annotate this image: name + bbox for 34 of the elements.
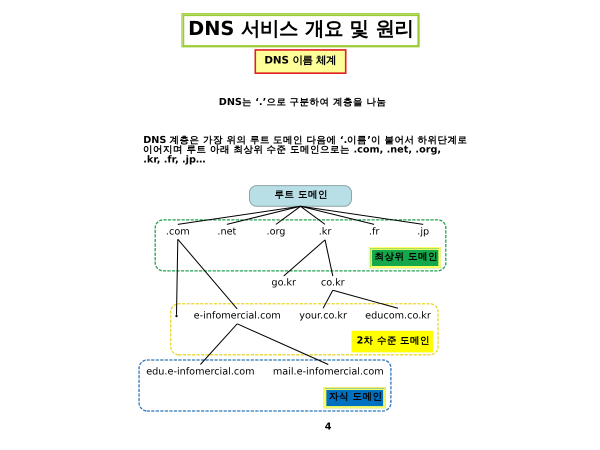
node-text: .jp <box>416 226 429 238</box>
connector <box>175 239 178 315</box>
connector <box>275 206 300 225</box>
node-text: .org <box>266 226 285 238</box>
connector <box>300 206 423 225</box>
node-text: .com <box>165 226 190 238</box>
node-text: .kr <box>318 226 331 238</box>
connector <box>226 206 300 225</box>
node-text: your.co.kr <box>298 310 346 322</box>
connector <box>300 206 325 225</box>
connector <box>324 240 333 276</box>
connector <box>200 323 238 365</box>
node-text: .fr <box>368 226 379 238</box>
node-point <box>174 314 178 318</box>
node-text: mail.e-infomercial.com <box>272 366 384 378</box>
label: 4 <box>324 421 331 432</box>
connector <box>322 290 333 309</box>
node-text: edu.e-infomercial.com <box>146 366 254 378</box>
diagram-title: DNS 서비스 개요 및 원리 <box>188 16 413 40</box>
node-text: co.kr <box>320 277 344 288</box>
node-text: educom.co.kr <box>364 310 430 322</box>
label: DNS 계층은 가장 위의 루트 도메인 다음에 ‘.이름’이 붙어서 하위단계로 이어지며 루트 아래 최상위 수준 도메인으로는 .com, .net, .org, .kr, .fr, .jp… <box>142 134 468 166</box>
connector <box>236 323 328 365</box>
node-text: e-infomercial.com <box>193 310 280 322</box>
label: DNS는 ‘.’으로 구분하여 계층을 나눔 <box>218 97 386 108</box>
connector <box>177 206 300 225</box>
connector <box>282 239 325 276</box>
connector <box>332 290 398 309</box>
node-box: DNS 이름 체계 <box>254 49 346 74</box>
node-text: go.kr <box>270 277 296 288</box>
node-box: 루트 도메인 <box>248 185 352 207</box>
node-text: .net <box>216 226 236 238</box>
connector <box>176 238 238 310</box>
connector <box>300 206 374 225</box>
